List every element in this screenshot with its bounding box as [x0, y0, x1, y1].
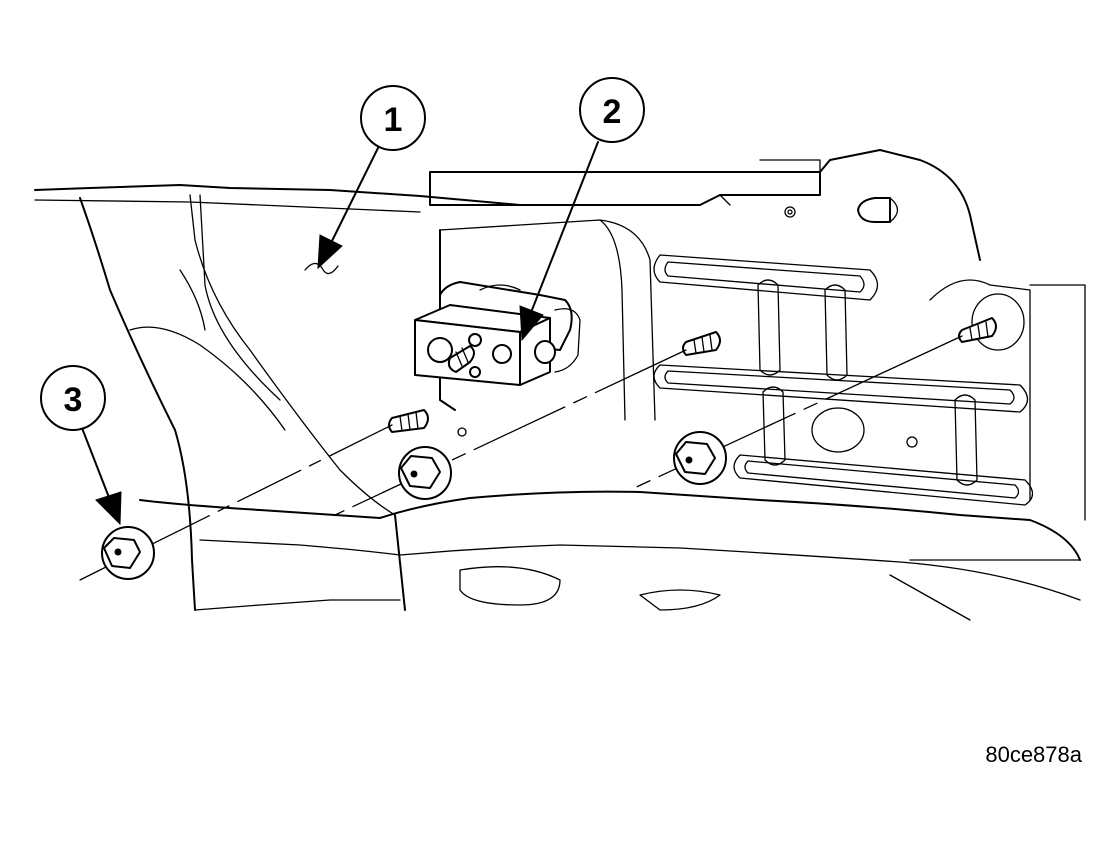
expansion-valve — [414, 281, 581, 386]
ac-housing — [429, 149, 1086, 521]
callout-2: 2 — [519, 77, 645, 342]
nut-middle — [398, 446, 452, 500]
callout-2-label: 2 — [603, 93, 622, 131]
callout-1: 1 — [317, 85, 426, 270]
grille-slots — [653, 254, 1034, 506]
stud-middle — [682, 331, 721, 356]
callout-3-label: 3 — [64, 381, 83, 419]
callout-3: 3 — [40, 365, 122, 526]
figure-code: 80ce878a — [985, 742, 1082, 767]
stud-right — [958, 293, 1025, 351]
callout-1-label: 1 — [384, 101, 403, 139]
panel-structure — [34, 184, 1081, 621]
nut-right — [673, 431, 727, 485]
nut-left — [101, 526, 155, 580]
mounting-studs — [388, 293, 1025, 433]
stud-left — [388, 409, 429, 433]
flange-nuts — [101, 431, 727, 580]
panel-surface-mark — [304, 262, 339, 275]
